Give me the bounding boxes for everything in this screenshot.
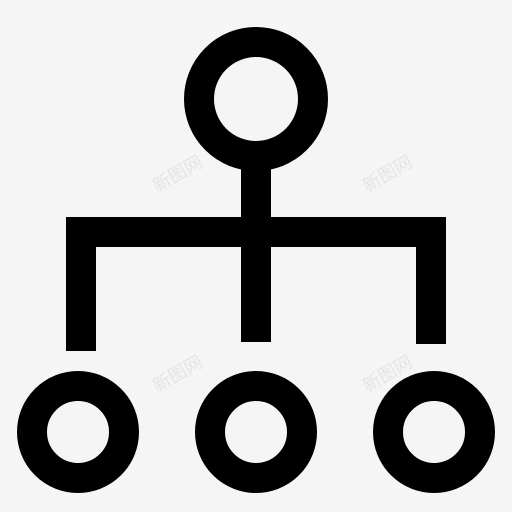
top-node-circle [184, 27, 328, 171]
bottom-node-center [195, 371, 317, 493]
bottom-node-right [373, 371, 495, 493]
branch-bar [66, 217, 446, 351]
bottom-node-left [17, 371, 139, 493]
